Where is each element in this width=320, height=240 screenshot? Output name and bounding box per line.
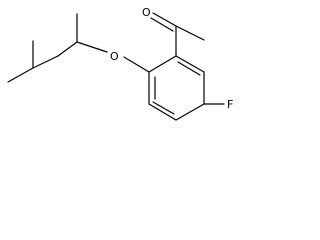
bond-isopropyl-to-ch2	[32, 55, 59, 69]
ether-oxygen-label: O	[110, 50, 119, 63]
ring-double-bond-top	[177, 61, 201, 76]
carbonyl-double-bond-outer	[152, 12, 177, 27]
ring-bond-5	[148, 103, 177, 121]
bond-carbonyl-to-methyl	[175, 25, 205, 41]
bond-ch2-to-ch	[57, 41, 78, 57]
ring-bond-2	[175, 55, 205, 73]
ring-bond-1	[148, 55, 177, 73]
fluorine-label: F	[227, 98, 233, 111]
bond-ch-to-ether-oxygen	[76, 41, 108, 53]
bond-terminal-methyl-left	[7, 67, 34, 83]
carbonyl-double-bond-inner	[150, 17, 174, 32]
ketone-oxygen-label: O	[142, 6, 151, 19]
ring-bond-4	[175, 103, 205, 121]
ring-double-bond-bottom	[152, 101, 175, 115]
molecule-diagram: O O F	[0, 0, 250, 150]
bond-ether-oxygen-to-ring	[123, 56, 150, 73]
structure-drawing: O O F	[7, 6, 233, 121]
